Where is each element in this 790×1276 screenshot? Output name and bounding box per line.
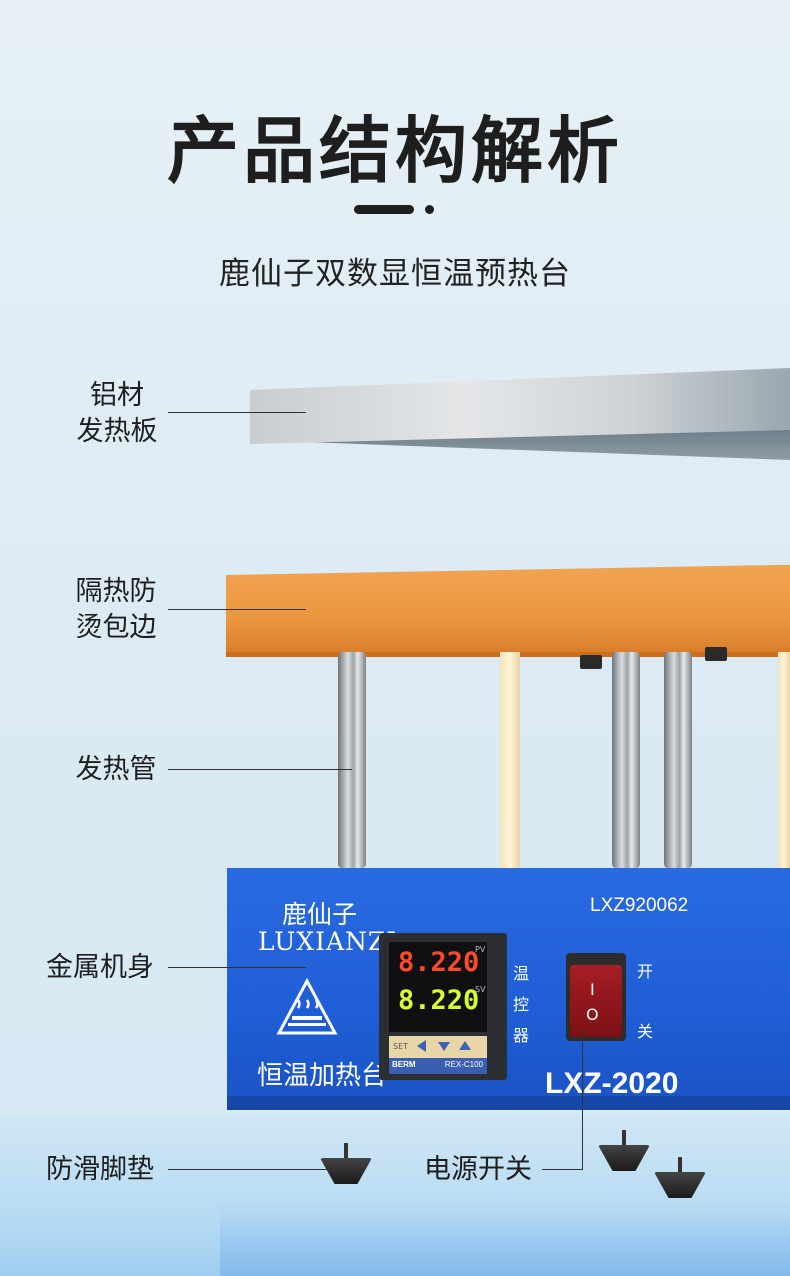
floor-background	[0, 1115, 790, 1276]
model-number: LXZ-2020	[545, 1067, 679, 1100]
switch-on-mark: I	[590, 980, 595, 999]
up-arrow-key-icon[interactable]	[459, 1041, 471, 1050]
pv-readout: 8.220	[398, 947, 480, 978]
label-metal-body: 金属机身	[46, 952, 154, 983]
label-anti-slip-feet: 防滑脚垫	[46, 1154, 154, 1185]
sv-readout: 8.220	[398, 985, 480, 1016]
controller-brand: BERM	[392, 1060, 416, 1069]
sensor-rod	[778, 652, 790, 868]
left-arrow-key-icon[interactable]	[417, 1040, 426, 1052]
title-underline-bar	[354, 205, 414, 214]
switch-on-label: 开	[637, 962, 654, 981]
page-title: 产品结构解析	[166, 109, 623, 193]
leader-line	[168, 609, 306, 610]
label-aluminum-plate: 铝材 发热板	[76, 380, 158, 447]
heating-tube	[612, 652, 640, 868]
controller-brand-strip: BERM REX-C100	[389, 1058, 487, 1074]
controller-display	[389, 942, 487, 1032]
switch-off-mark: O	[586, 1005, 599, 1024]
leader-line	[168, 412, 306, 413]
leader-line	[168, 1169, 340, 1170]
foot-screw	[622, 1130, 626, 1148]
sv-tag: SV	[475, 985, 486, 994]
foot-screw	[344, 1143, 348, 1161]
metal-body	[227, 868, 790, 1108]
down-arrow-key-icon[interactable]	[438, 1042, 450, 1051]
insulation-orange-edge	[226, 565, 790, 652]
label-power-switch: 电源开关	[424, 1154, 532, 1185]
switch-off-label: 关	[637, 1022, 654, 1041]
pv-tag: PV	[475, 945, 486, 954]
serial-number: LXZ920062	[590, 895, 689, 916]
label-heating-tube: 发热管	[75, 754, 157, 785]
power-switch[interactable]	[570, 965, 622, 1037]
product-name: 恒温加热台	[257, 1061, 388, 1091]
brand-name-en: LUXIANZI	[258, 927, 398, 956]
title-underline-dot	[425, 205, 434, 214]
leader-line	[582, 1030, 583, 1170]
leader-line	[542, 1169, 582, 1170]
controller-label: 温 控 器	[513, 964, 530, 1045]
fixing-nut	[580, 655, 602, 669]
page-subtitle: 鹿仙子双数显恒温预热台	[219, 256, 571, 292]
floor-glow	[220, 1200, 790, 1276]
sensor-rod	[500, 652, 520, 868]
leader-line	[168, 769, 352, 770]
brand-name-cn: 鹿仙子	[282, 900, 358, 929]
foot-screw	[678, 1157, 682, 1175]
set-key[interactable]: SET	[393, 1042, 409, 1051]
controller-model: REX-C100	[444, 1060, 483, 1069]
heating-tube	[664, 652, 692, 868]
heating-tube	[338, 652, 366, 868]
fixing-nut	[705, 647, 727, 661]
metal-body-edge	[227, 1096, 790, 1110]
hot-surface-warning-icon	[276, 978, 338, 1035]
label-insulation-edge: 隔热防 烫包边	[75, 576, 157, 643]
leader-line	[168, 967, 306, 968]
